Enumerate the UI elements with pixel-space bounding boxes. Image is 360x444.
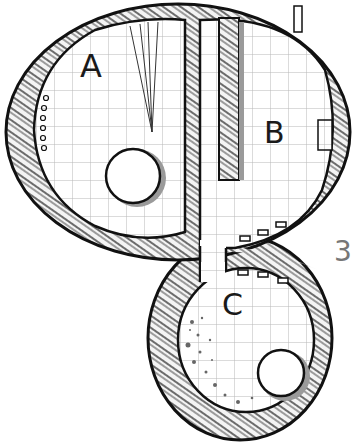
room-label: A <box>80 50 102 82</box>
room-label: B <box>264 118 285 148</box>
page-number: 3 <box>334 238 352 266</box>
room-label: C <box>222 290 243 320</box>
